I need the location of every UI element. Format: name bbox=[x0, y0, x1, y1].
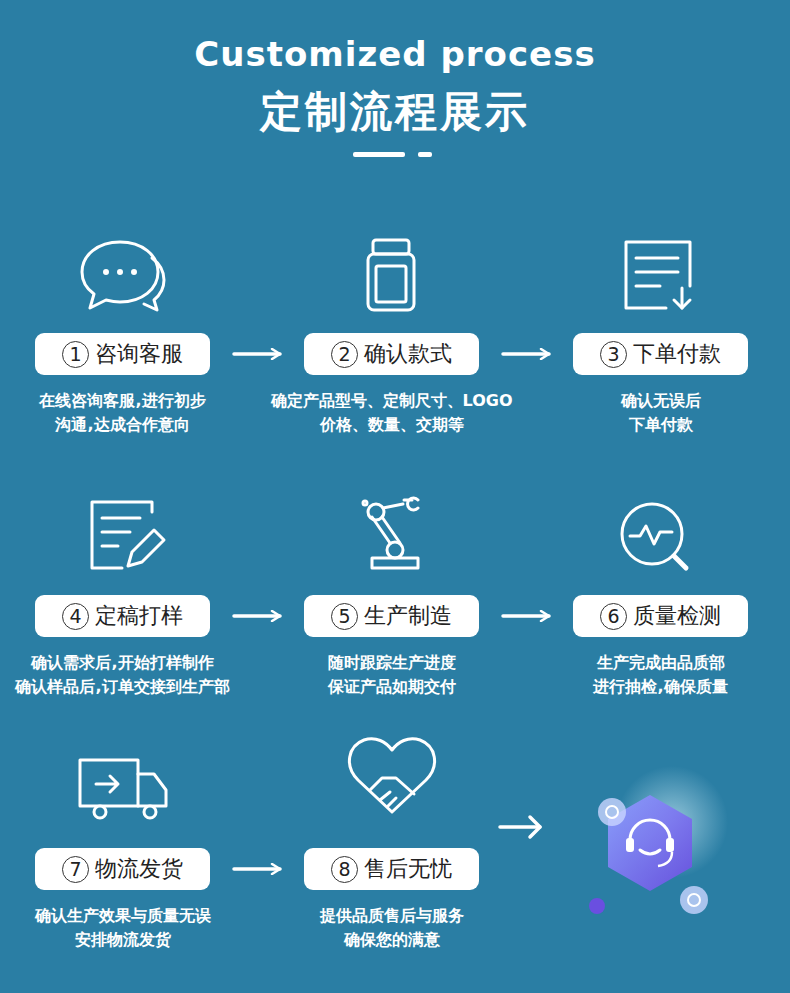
step-description: 确认无误后 下单付款 bbox=[606, 389, 716, 437]
flow-arrow bbox=[234, 352, 280, 356]
bottle-icon bbox=[368, 240, 414, 310]
step-number: 1 bbox=[62, 341, 89, 368]
step-number: 3 bbox=[600, 341, 627, 368]
step-description: 确认生产效果与质量无误 安排物流发货 bbox=[18, 904, 228, 952]
final-arrow bbox=[500, 817, 540, 837]
step-title: 定稿打样 bbox=[95, 601, 183, 631]
robot-arm-icon bbox=[363, 498, 418, 568]
step-pill: 2确认款式确定产品型号、定制尺寸、LOGO 价格、数量、交期等 bbox=[304, 333, 479, 375]
step-title: 下单付款 bbox=[633, 339, 721, 369]
step-pill: 7物流发货确认生产效果与质量无误 安排物流发货 bbox=[35, 848, 210, 890]
step-description: 确认需求后,开始打样制作 确认样品后,订单交接到生产部 bbox=[0, 651, 254, 699]
flow-arrow bbox=[503, 614, 549, 618]
step-description: 在线咨询客服,进行初步 沟通,达成合作意向 bbox=[23, 389, 223, 437]
order-icon bbox=[626, 242, 690, 308]
service-icon bbox=[589, 766, 728, 914]
step-title: 物流发货 bbox=[95, 854, 183, 884]
draft-icon bbox=[92, 502, 164, 568]
step-description: 确定产品型号、定制尺寸、LOGO 价格、数量、交期等 bbox=[261, 389, 523, 437]
step-pill: 6质量检测生产完成由品质部 进行抽检,确保质量 bbox=[573, 595, 748, 637]
step-title: 生产制造 bbox=[364, 601, 452, 631]
step-pill: 8售后无忧提供品质售后与服务 确保您的满意 bbox=[304, 848, 479, 890]
title-chinese: 定制流程展示 bbox=[0, 84, 790, 140]
flow-arrow bbox=[234, 867, 280, 871]
inspection-icon bbox=[622, 504, 686, 568]
title-divider bbox=[353, 152, 405, 157]
step-title: 质量检测 bbox=[633, 601, 721, 631]
step-number: 5 bbox=[331, 603, 358, 630]
step-description: 随时跟踪生产进度 保证产品如期交付 bbox=[307, 651, 477, 699]
title-english: Customized process bbox=[0, 34, 790, 74]
step-number: 8 bbox=[331, 856, 358, 883]
flow-arrow bbox=[234, 614, 280, 618]
step-description: 提供品质售后与服务 确保您的满意 bbox=[302, 904, 482, 952]
chat-icon bbox=[82, 242, 164, 310]
title-divider-dot bbox=[418, 152, 432, 157]
step-pill: 3下单付款确认无误后 下单付款 bbox=[573, 333, 748, 375]
truck-icon bbox=[80, 760, 166, 818]
step-title: 确认款式 bbox=[364, 339, 452, 369]
step-description: 生产完成由品质部 进行抽检,确保质量 bbox=[576, 651, 746, 699]
step-title: 咨询客服 bbox=[95, 339, 183, 369]
step-number: 2 bbox=[331, 341, 358, 368]
flow-arrow bbox=[503, 352, 549, 356]
step-title: 售后无忧 bbox=[364, 854, 452, 884]
step-number: 7 bbox=[62, 856, 89, 883]
step-pill: 5生产制造随时跟踪生产进度 保证产品如期交付 bbox=[304, 595, 479, 637]
step-pill: 1咨询客服在线咨询客服,进行初步 沟通,达成合作意向 bbox=[35, 333, 210, 375]
step-number: 4 bbox=[62, 603, 89, 630]
step-pill: 4定稿打样确认需求后,开始打样制作 确认样品后,订单交接到生产部 bbox=[35, 595, 210, 637]
step-number: 6 bbox=[600, 603, 627, 630]
handshake-icon bbox=[349, 739, 434, 812]
